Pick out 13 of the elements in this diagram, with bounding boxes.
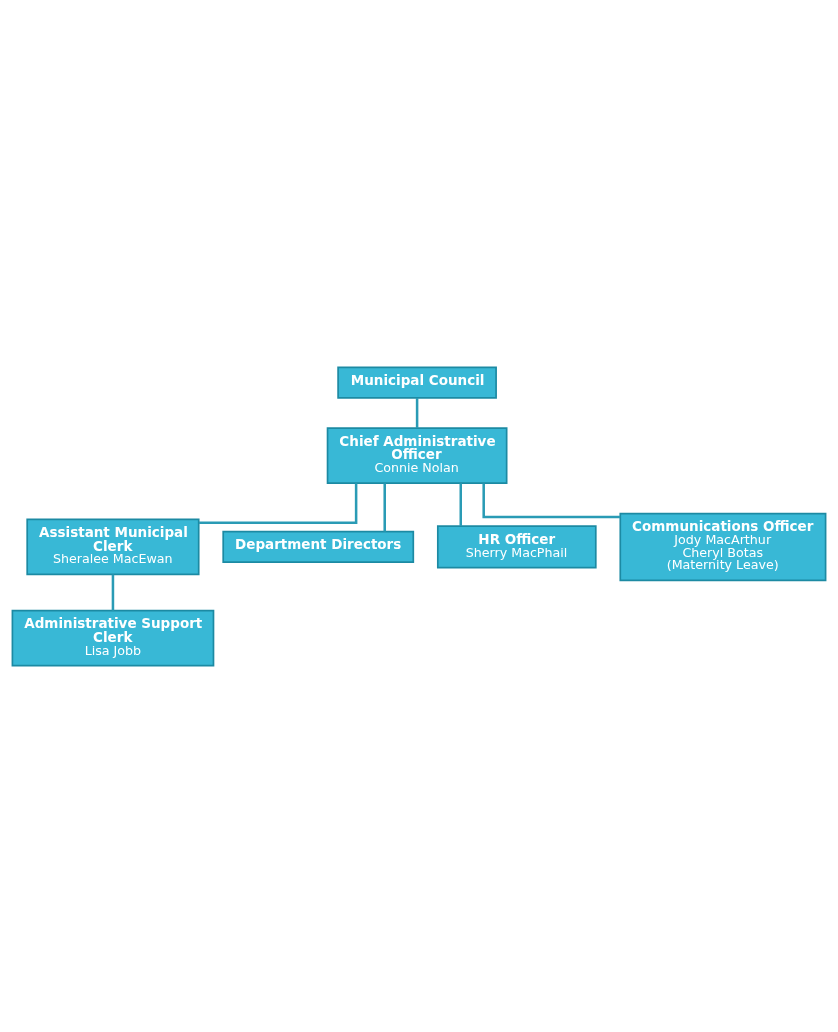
node-box: Assistant Municipal Clerk Sheralee MacEwan (26, 518, 200, 575)
node-box: Chief Administrative Officer Connie Nolan (326, 426, 508, 484)
connector (482, 482, 621, 518)
connector (459, 482, 462, 526)
node-box: HR Officer Sherry MacPhail (436, 524, 597, 568)
connector (111, 574, 115, 611)
node-box: Communications Officer Jody MacArthur Cheryl Botas (Maternity Leave) (619, 512, 827, 581)
node-box: Department Directors (222, 530, 415, 563)
node-box: Municipal Council (337, 366, 497, 399)
connector (199, 482, 358, 524)
connector (383, 482, 386, 532)
connector (415, 397, 419, 428)
node-box: Administrative Support Clerk Lisa Jobb (11, 609, 215, 666)
